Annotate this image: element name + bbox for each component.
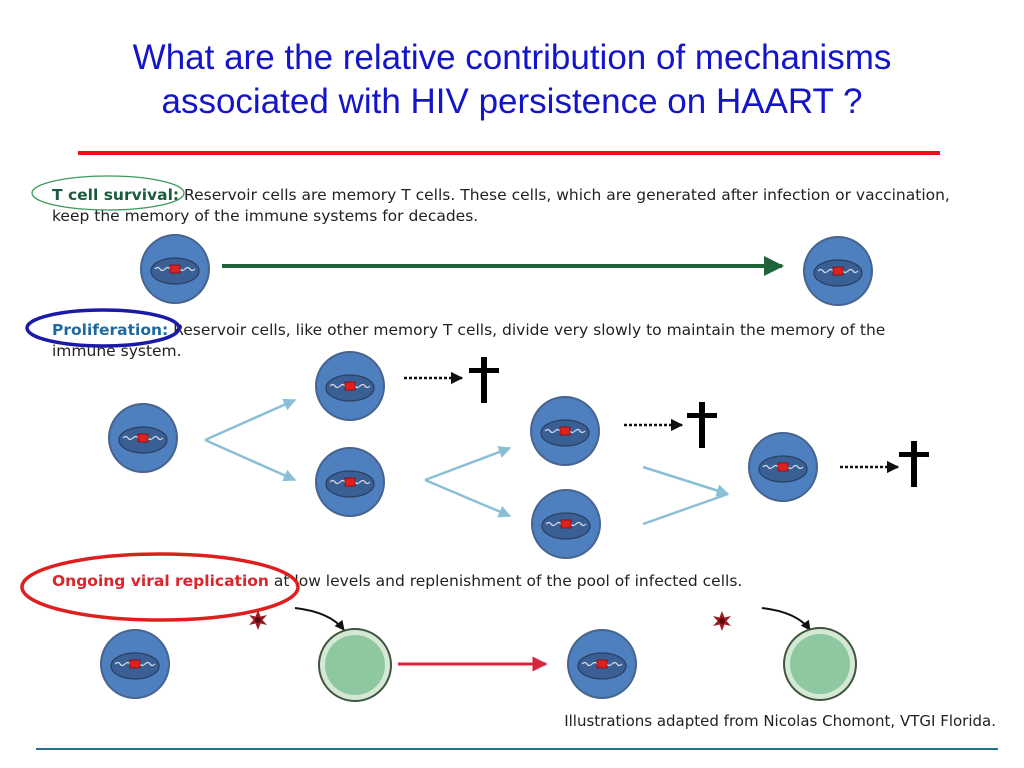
prolif-cell-gen1-bottom [314, 446, 386, 518]
virus-icon-2 [713, 611, 731, 631]
prolif-cell-gen3 [747, 431, 819, 503]
proliferation-label: Proliferation: [52, 321, 169, 339]
page-title: What are the relative contribution of me… [30, 36, 994, 124]
death-cross-3 [899, 441, 929, 487]
proliferation-description: Reservoir cells, like other memory T cel… [52, 321, 886, 360]
survival-cell-end [802, 235, 874, 307]
prolif-merge-top [642, 465, 730, 497]
infection-arrow-2 [761, 607, 811, 631]
survival-cell-start [139, 233, 211, 305]
survival-label: T cell survival: [52, 186, 180, 204]
replication-highlight [20, 552, 300, 622]
title-divider [78, 151, 940, 155]
prolif-branch-up-2 [424, 446, 512, 482]
proliferation-text: Proliferation: Reservoir cells, like oth… [52, 320, 952, 362]
illustration-credit: Illustrations adapted from Nicolas Chomo… [564, 712, 996, 730]
title-line-2: associated with HIV persistence on HAART… [161, 82, 863, 121]
proliferation-highlight [25, 308, 181, 348]
prolif-cell-origin [107, 402, 179, 474]
prolif-branch-down-2 [424, 478, 512, 518]
replication-description: at low levels and replenishment of the p… [268, 572, 743, 590]
prolif-cell-gen2-bottom [530, 488, 602, 560]
replication-text: Ongoing viral replication at low levels … [52, 571, 952, 592]
replication-cell-start [99, 628, 171, 700]
uninfected-cell-1 [318, 628, 392, 702]
survival-text: T cell survival: Reservoir cells are mem… [52, 185, 952, 227]
prolif-cell-gen2-top [529, 395, 601, 467]
uninfected-cell-2 [783, 627, 857, 701]
prolif-cell-gen1-top [314, 350, 386, 422]
death-cross-2 [687, 402, 717, 448]
survival-description: Reservoir cells are memory T cells. Thes… [52, 186, 950, 225]
replication-cell-infected [566, 628, 638, 700]
prolif-branch-down-1 [204, 438, 297, 482]
prolif-branch-up-1 [204, 398, 297, 442]
prolif-merge-bottom [642, 492, 729, 526]
infection-arrow-1 [294, 607, 345, 631]
death-cross-1 [469, 357, 499, 403]
title-line-1: What are the relative contribution of me… [132, 38, 892, 77]
survival-highlight [31, 175, 185, 211]
replication-label: Ongoing viral replication [52, 572, 269, 590]
footer-divider [36, 748, 998, 750]
